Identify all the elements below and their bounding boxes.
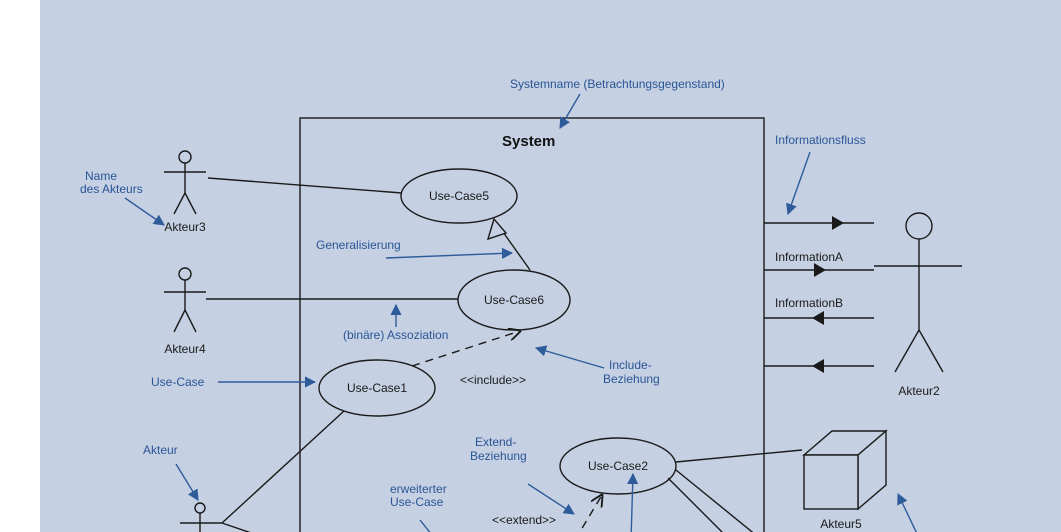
use-case-6-label: Use-Case6 <box>484 293 544 307</box>
actor-annotation-arrow <box>175 463 199 501</box>
extend-annotation-arrow <box>527 483 575 515</box>
actor-name-annotation-line2: des Akteurs <box>80 182 143 196</box>
use-case-2[interactable] <box>559 437 677 495</box>
generalization-annotation-arrow <box>385 247 514 259</box>
use-case-5-label: Use-Case5 <box>429 189 489 203</box>
flow-information-a: InformationA <box>775 250 843 264</box>
information-flow-arrow <box>786 151 811 216</box>
generalization-arrowhead <box>486 217 508 241</box>
assoc-actor-uc1 <box>221 410 345 524</box>
include-stereotype: <<include>> <box>460 373 526 387</box>
flow-arrow-2 <box>814 263 826 277</box>
use-case-5[interactable] <box>400 168 518 224</box>
use-case-annotation: Use-Case <box>151 375 205 389</box>
extend-annotation-line1: Extend- <box>475 435 516 449</box>
actor-bottom-figure[interactable] <box>180 502 222 532</box>
actor-5-annotation-arrow <box>897 492 917 532</box>
binary-association-annotation: (binäre) Assoziation <box>343 328 448 342</box>
extended-use-case-arrow <box>419 519 431 532</box>
actor-3-figure[interactable] <box>164 150 206 215</box>
actor-2-figure[interactable] <box>874 212 962 373</box>
actor-3-label: Akteur3 <box>164 220 206 234</box>
extended-use-case-annotation-line2: Use-Case <box>390 495 444 509</box>
actor-annotation: Akteur <box>143 443 178 457</box>
information-flow-annotation: Informationsfluss <box>775 133 866 147</box>
include-annotation-line1: Include- <box>609 358 652 372</box>
actor-4-label: Akteur4 <box>164 342 206 356</box>
extend-annotation-line2: Beziehung <box>470 449 527 463</box>
assoc-uc2-down-2 <box>675 469 754 532</box>
system-name-arrow <box>559 93 581 129</box>
include-dependency <box>411 331 520 367</box>
actor-2-label: Akteur2 <box>898 384 940 398</box>
include-annotation-arrow <box>534 345 605 369</box>
flow-arrow-4 <box>812 359 824 373</box>
assoc-uc2-actor5 <box>675 449 803 463</box>
actor-name-annotation-line1: Name <box>85 169 117 183</box>
diagram-canvas: System Systemname (Betrachtungsgegenstan… <box>40 0 1061 532</box>
extend-stereotype: <<extend>> <box>492 513 556 527</box>
actor-name-arrow <box>124 197 165 226</box>
include-annotation-line2: Beziehung <box>603 372 660 386</box>
actor-5-label: Akteur5 <box>820 517 862 531</box>
flow-arrow-3 <box>812 311 824 325</box>
flow-arrow-1 <box>832 216 844 230</box>
generalization-line <box>502 231 531 271</box>
assoc-actor-lower <box>221 522 251 532</box>
flow-information-b: InformationB <box>775 296 843 310</box>
system-title: System <box>502 133 555 150</box>
actor-5-cube[interactable] <box>802 429 888 511</box>
generalization-annotation: Generalisierung <box>316 238 401 252</box>
system-name-annotation: Systemname (Betrachtungsgegenstand) <box>510 77 725 91</box>
extend-dependency <box>578 495 602 532</box>
assoc-uc2-down-1 <box>667 477 723 532</box>
use-case-2-annotation-arrow <box>627 472 639 532</box>
assoc-actor3-uc5 <box>207 177 403 194</box>
use-case-2-label: Use-Case2 <box>588 459 648 473</box>
use-case-1[interactable] <box>318 359 436 417</box>
actor-4-figure[interactable] <box>164 267 206 333</box>
use-case-1-label: Use-Case1 <box>347 381 407 395</box>
extended-use-case-annotation-line1: erweiterter <box>390 482 447 496</box>
system-boundary <box>299 117 765 532</box>
use-case-diagram: System Systemname (Betrachtungsgegenstan… <box>80 77 962 532</box>
